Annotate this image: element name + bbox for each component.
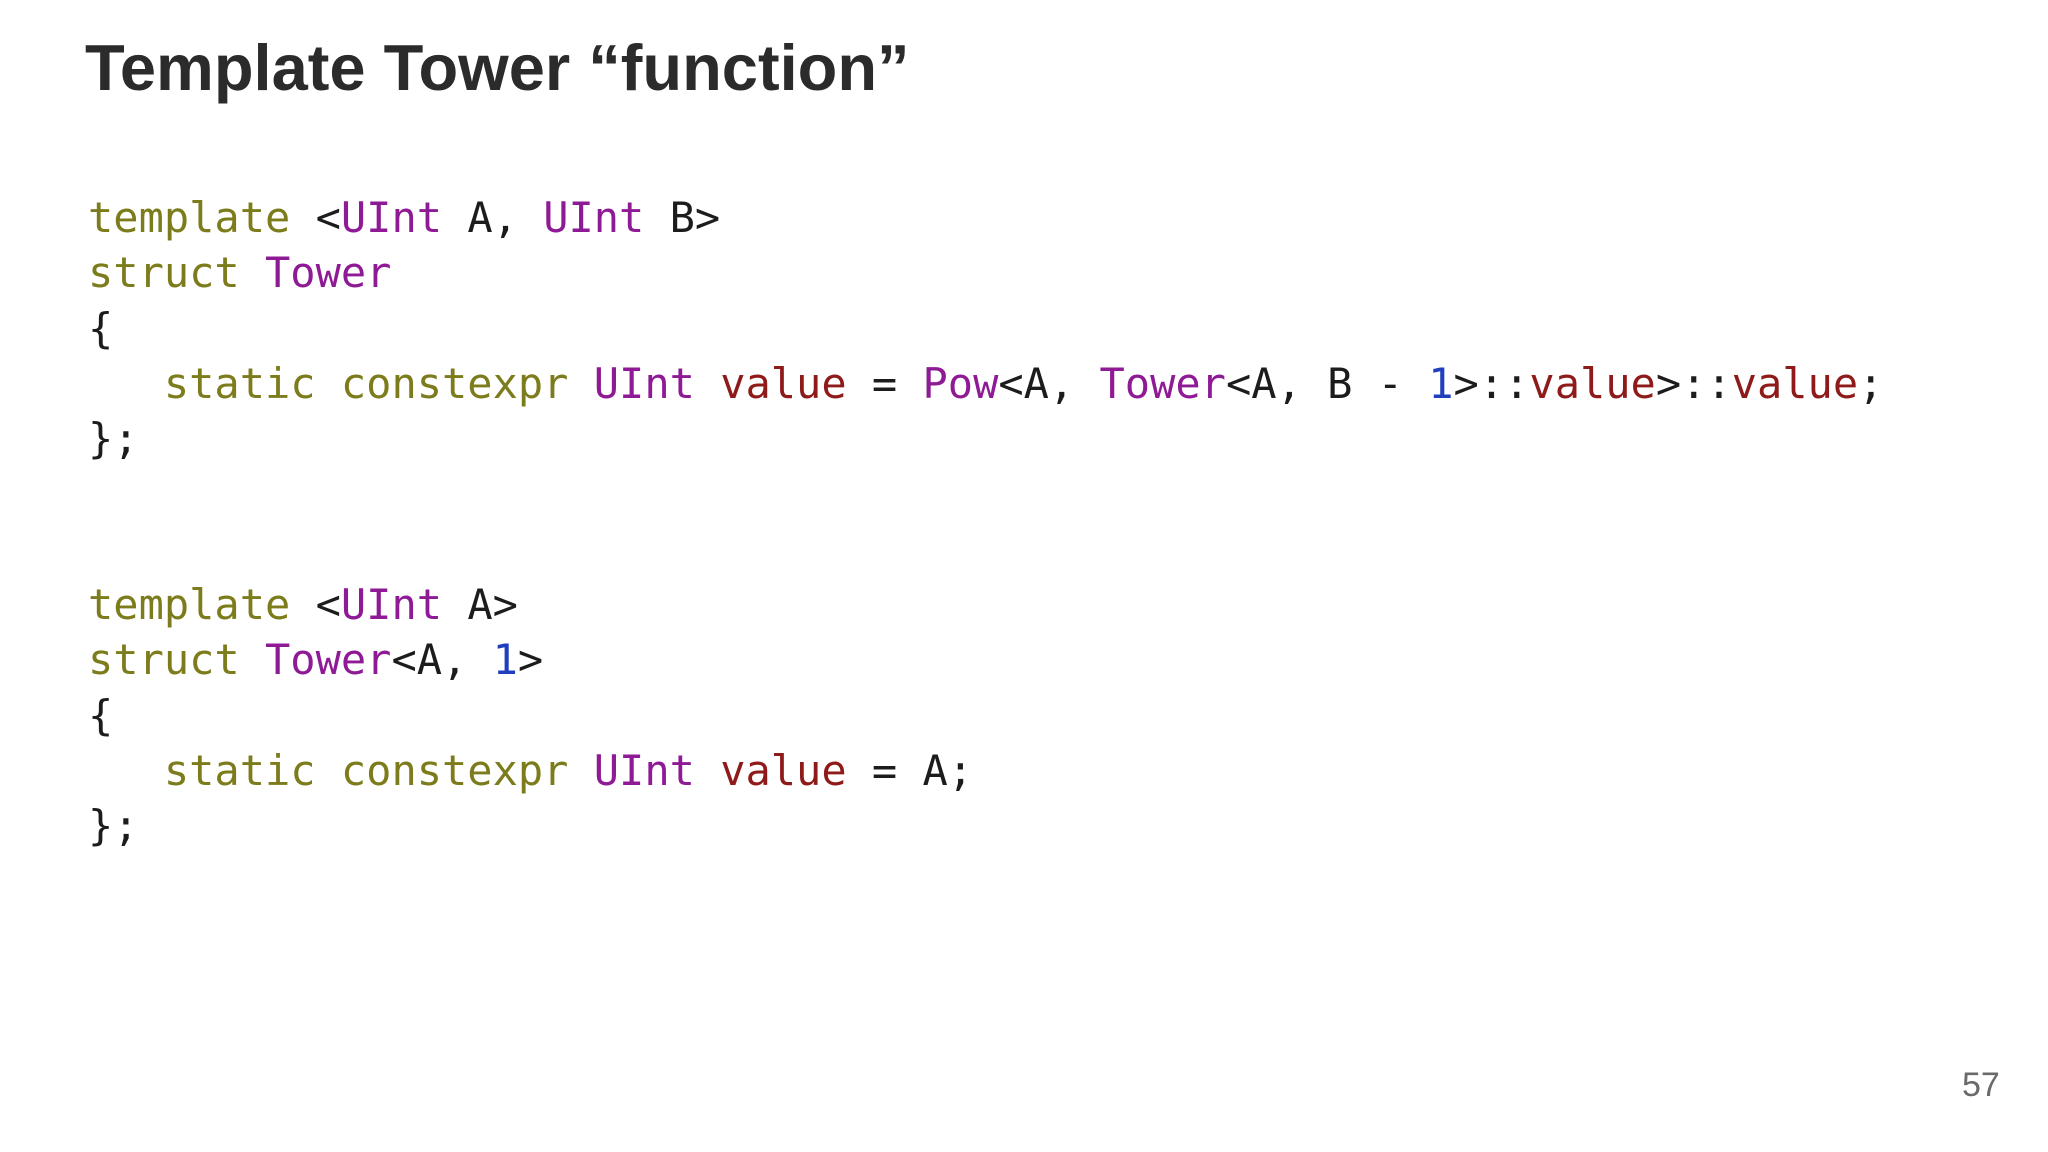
code-token-plain: >:: [1453,358,1530,408]
code-token-plain: < [290,193,341,242]
page-number: 57 [1962,1066,2000,1104]
code-token-type: UInt [340,193,443,242]
code-token-plain [695,746,720,795]
code-token-plain: > [517,635,544,685]
code-line: template <UInt A> [88,577,1883,632]
code-token-plain [568,746,593,795]
slide-title: Template Tower “function” [85,31,910,104]
code-token-keyword: struct [88,635,240,685]
code-token-plain: = A; [846,745,974,795]
code-token-plain: <A, [998,358,1100,408]
code-token-plain: { [88,303,114,353]
code-token-plain: A, [442,193,544,242]
code-token-member: value [1731,358,1859,408]
code-token-plain [316,359,341,408]
code-line: template <UInt A, UInt B> [88,190,1883,245]
code-line: }; [88,411,1883,466]
code-token-plain [88,746,164,795]
code-token-plain [568,359,593,408]
code-token-member: value [720,745,847,795]
code-token-plain: = [846,358,923,408]
code-line [88,522,1883,577]
code-token-keyword: constexpr [340,745,569,795]
code-line: { [88,301,1883,356]
code-token-type: UInt [340,580,443,630]
code-line: { [88,688,1883,743]
code-token-type: Tower [1099,358,1226,408]
code-token-plain [240,635,265,684]
code-token-keyword: template [88,193,291,242]
code-token-type: Tower [265,635,392,685]
code-token-plain: { [88,690,114,740]
code-token-number: 1 [492,635,518,685]
code-token-type: UInt [543,193,645,242]
code-token-member: value [720,358,847,408]
code-block: template <UInt A, UInt B>struct Tower{ s… [88,190,1883,854]
code-token-type: Pow [922,358,999,408]
code-token-type: UInt [593,745,695,795]
code-token-plain [240,248,265,297]
code-token-plain [316,746,341,795]
code-token-keyword: struct [88,248,240,298]
code-line: struct Tower<A, 1> [88,632,1883,687]
code-token-number: 1 [1428,358,1454,408]
code-line: }; [88,798,1883,853]
code-token-keyword: static [163,745,316,795]
code-token-plain: <A, [391,635,493,685]
code-line: struct Tower [88,245,1883,300]
code-token-plain [695,359,720,408]
code-token-plain: B> [644,193,721,242]
code-token-keyword: constexpr [340,358,569,408]
code-token-member: value [1529,358,1656,408]
code-token-plain: <A, B - [1225,358,1429,408]
code-token-keyword: static [163,358,316,408]
code-line [88,466,1883,521]
code-token-plain: A> [442,580,518,630]
code-token-plain: }; [88,801,139,851]
code-token-type: UInt [593,358,695,408]
code-line: static constexpr UInt value = A; [88,743,1883,798]
code-line: static constexpr UInt value = Pow<A, Tow… [88,356,1884,411]
code-token-plain: }; [88,414,139,464]
code-token-plain: ; [1858,358,1884,408]
code-token-plain: < [290,580,341,630]
code-token-plain [88,359,164,408]
code-token-plain: >:: [1655,358,1732,408]
code-token-keyword: template [88,580,291,630]
code-token-type: Tower [265,248,392,298]
